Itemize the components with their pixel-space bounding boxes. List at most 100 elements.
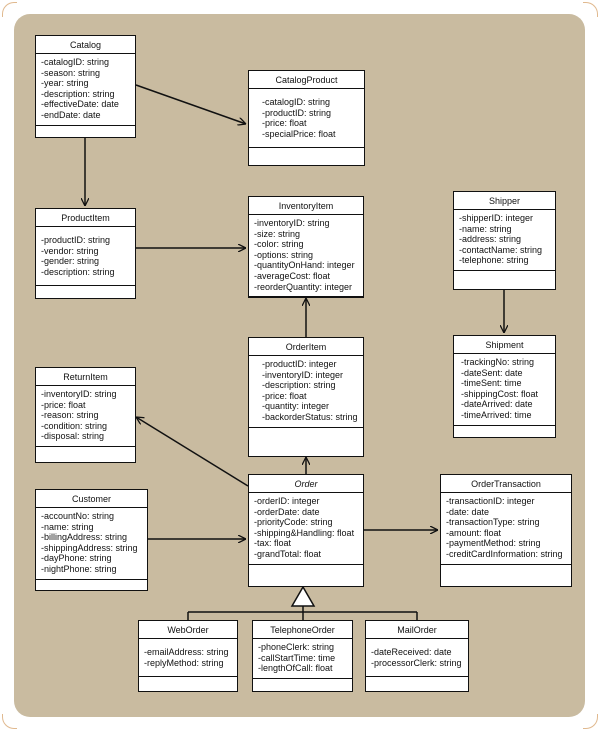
class-customer: Customer -accountNo: string -name: strin… (35, 489, 148, 591)
attribute: -quantityOnHand: integer (254, 260, 355, 271)
generalization-triangle (290, 585, 316, 607)
attribute-list: -productID: integer -inventoryID: intege… (249, 356, 363, 428)
attribute: -description: string (41, 266, 115, 277)
class-order-transaction: OrderTransaction -transactionID: integer… (440, 474, 572, 587)
operations-section (441, 565, 571, 586)
operations-section (36, 580, 147, 590)
attribute: -emailAddress: string (144, 647, 229, 657)
attribute: -season: string (41, 67, 101, 78)
attribute: -options: string (254, 249, 314, 260)
attribute: -processorClerk: string (371, 657, 462, 668)
attribute-list: -orderID: integer -orderDate: date -prio… (249, 493, 363, 565)
attribute: -paymentMethod: string (446, 538, 541, 549)
attribute: -shipping&Handling: float (254, 527, 355, 538)
attribute: -year: string (41, 78, 89, 89)
attribute: -description: string (262, 380, 336, 391)
attribute: -specialPrice: float (262, 128, 336, 139)
attribute: -disposal: string (41, 431, 105, 442)
attribute: -amount: float (446, 527, 502, 538)
class-telephone-order: TelephoneOrder -phoneClerk: string -call… (252, 620, 353, 692)
operations-section (36, 126, 135, 137)
operations-section (249, 428, 363, 456)
operations-section (249, 565, 363, 586)
edge-catalog-catalogproduct (135, 84, 246, 124)
attribute: -address: string (459, 234, 522, 245)
attribute: -size: string (254, 228, 301, 239)
attribute: -catalogID: string (41, 57, 110, 67)
attribute: -productID: string (41, 235, 111, 245)
operations-section (249, 148, 364, 165)
class-shipment: Shipment -trackingNo: string -dateSent: … (453, 335, 556, 438)
class-name: OrderTransaction (441, 475, 571, 493)
attribute-list: -dateReceived: date -processorClerk: str… (366, 639, 468, 678)
class-name: OrderItem (249, 338, 363, 356)
attribute-list: -phoneClerk: string -callStartTime: time… (253, 639, 352, 679)
attribute: -shipperID: integer (459, 213, 534, 223)
attribute: -telephone: string (459, 255, 529, 266)
attribute: -shippingAddress: string (41, 542, 138, 553)
class-name: WebOrder (139, 621, 237, 639)
attribute-list: -productID: string -vendor: string -gend… (36, 227, 135, 287)
operations-section (366, 677, 468, 691)
operations-section (36, 447, 135, 462)
attribute: -name: string (459, 223, 512, 234)
attribute: -date: date (446, 506, 490, 517)
attribute: -tax: float (254, 538, 292, 549)
attribute-list: -accountNo: string -name: string -billin… (36, 508, 147, 580)
class-name: Shipment (454, 336, 555, 354)
attribute: -name: string (41, 521, 94, 532)
attribute: -dateReceived: date (371, 647, 452, 657)
attribute: -trackingNo: string (461, 357, 535, 367)
operations-section (249, 297, 363, 307)
attribute: -transactionID: integer (446, 496, 535, 506)
attribute: -shippingCost: float (461, 388, 539, 399)
class-name: MailOrder (366, 621, 468, 639)
attribute: -endDate: date (41, 109, 101, 120)
attribute-list: -emailAddress: string -replyMethod: stri… (139, 639, 237, 678)
attribute: -inventoryID: string (41, 389, 117, 399)
attribute: -grandTotal: float (254, 548, 322, 559)
attribute: -reason: string (41, 410, 99, 421)
attribute: -inventoryID: integer (262, 369, 344, 380)
class-shipper: Shipper -shipperID: integer -name: strin… (453, 191, 556, 290)
attribute-list: -transactionID: integer -date: date -tra… (441, 493, 571, 565)
class-name: CatalogProduct (249, 71, 364, 89)
attribute: -productID: integer (262, 359, 337, 369)
attribute: -catalogID: string (262, 97, 331, 107)
class-name: ReturnItem (36, 368, 135, 386)
class-return-item: ReturnItem -inventoryID: string -price: … (35, 367, 136, 463)
attribute: -replyMethod: string (144, 657, 224, 668)
attribute: -price: float (262, 118, 307, 129)
attribute: -averageCost: float (254, 270, 331, 281)
attribute: -orderDate: date (254, 506, 320, 517)
operations-section (36, 286, 135, 298)
attribute: -billingAddress: string (41, 532, 128, 543)
class-catalog: Catalog -catalogID: string -season: stri… (35, 35, 136, 138)
attribute-list: -catalogID: string -season: string -year… (36, 54, 135, 126)
attribute: -orderID: integer (254, 496, 320, 506)
crop-mark-top-left (2, 2, 17, 17)
class-name: Customer (36, 490, 147, 508)
attribute: -dayPhone: string (41, 553, 112, 564)
attribute: -price: float (41, 399, 86, 410)
class-name: ProductItem (36, 209, 135, 227)
class-name: TelephoneOrder (253, 621, 352, 639)
attribute: -timeSent: time (461, 378, 522, 389)
attribute: -dateSent: date (461, 367, 523, 378)
attribute: -nightPhone: string (41, 563, 117, 574)
attribute-list: -shipperID: integer -name: string -addre… (454, 210, 555, 271)
attribute: -callStartTime: time (258, 652, 336, 663)
attribute: -price: float (262, 390, 307, 401)
attribute: -timeArrived: time (461, 409, 532, 420)
attribute: -description: string (41, 88, 115, 99)
attribute: -effectiveDate: date (41, 99, 119, 110)
attribute: -quantity: integer (262, 401, 330, 412)
class-order: Order -orderID: integer -orderDate: date… (248, 474, 364, 587)
attribute-list: -inventoryID: string -size: string -colo… (249, 215, 363, 298)
attribute: -backorderStatus: string (262, 411, 358, 422)
class-name: Order (249, 475, 363, 493)
class-inventory-item: InventoryItem -inventoryID: string -size… (248, 196, 364, 298)
attribute: -creditCardInformation: string (446, 548, 563, 559)
class-catalog-product: CatalogProduct -catalogID: string -produ… (248, 70, 365, 166)
